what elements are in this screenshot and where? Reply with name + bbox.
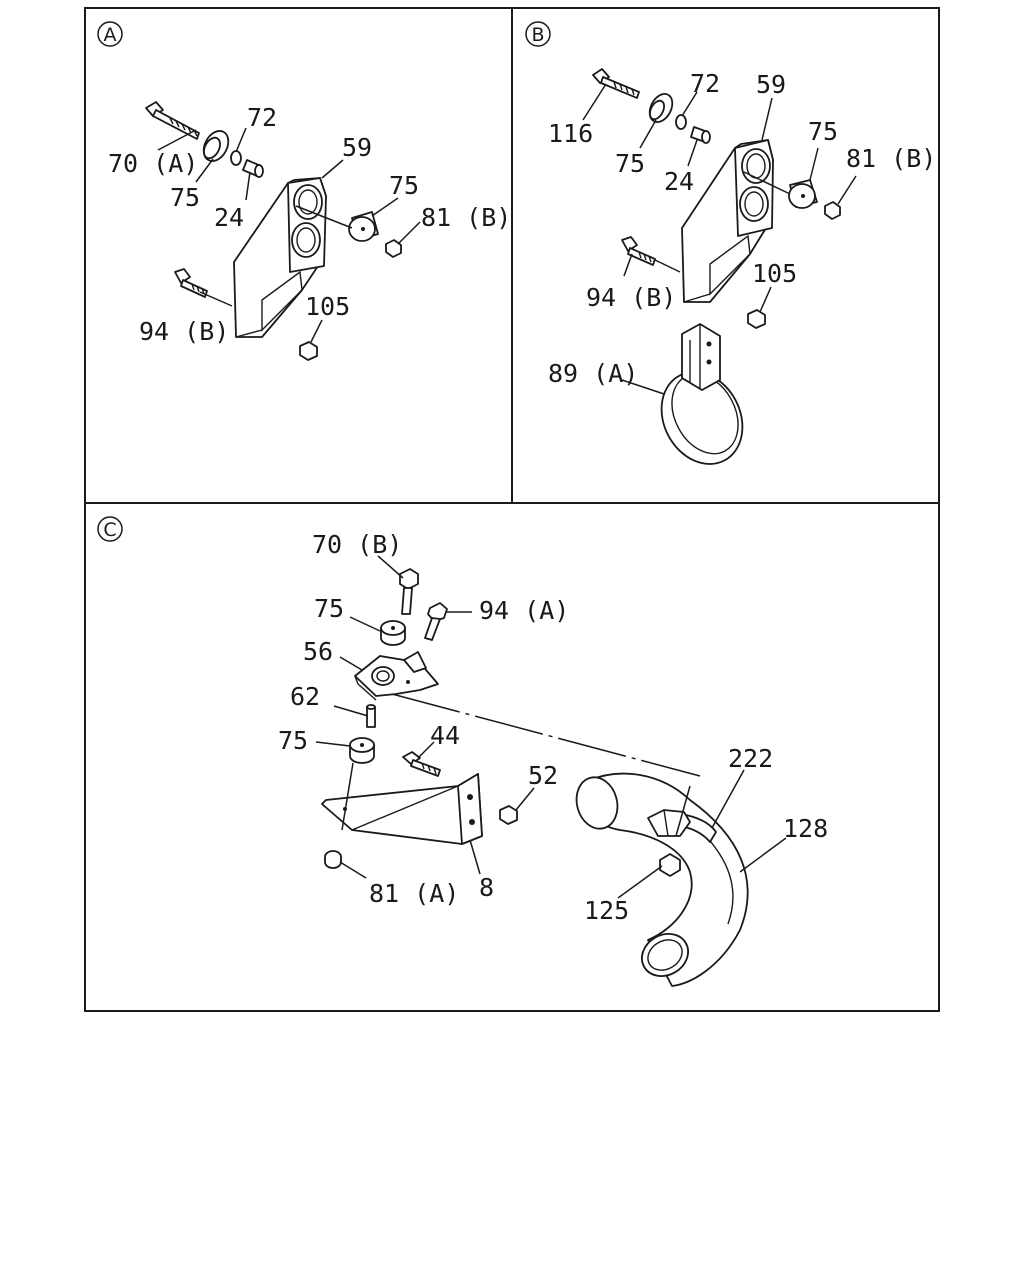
rubber-bush-75-icon [202,130,230,162]
callout-24: 24 [214,203,244,232]
callout-105: 105 [305,292,350,321]
callout-75-right: 75 [808,117,838,146]
collar-24-icon [242,159,264,178]
collar-24-icon [690,126,711,144]
callout-94b: 94 (B) [139,317,229,346]
panel-c-badge: C [97,516,123,542]
callout-52: 52 [528,761,558,790]
bracket-59-icon [233,177,327,338]
callout-44: 44 [430,721,460,750]
callout-125: 125 [584,896,629,925]
pin-62-icon [366,704,376,728]
callout-75-left: 75 [170,183,200,212]
panel-c: C [97,516,828,987]
panel-a-badge: A [97,21,123,47]
panel-b: B [525,21,936,465]
bolt-94a-icon [424,602,448,641]
callout-24: 24 [664,167,694,196]
callout-59: 59 [342,133,372,162]
nut-81a-icon [324,850,342,869]
washer-72-icon [230,150,242,166]
callout-62: 62 [290,682,320,711]
callout-75-right: 75 [389,171,419,200]
nut-81b-icon [824,201,841,220]
bracket-8-icon [321,773,483,845]
callout-56: 56 [303,637,333,666]
rubber-mount-75-icon [348,211,379,242]
callout-75-left: 75 [615,149,645,178]
bolt-116-icon [592,68,640,99]
callout-75-lower: 75 [278,726,308,755]
exhaust-pipe-128-icon [575,772,749,987]
clamp-222-icon [647,809,717,877]
callout-72: 72 [247,103,277,132]
panel-b-leaders [582,83,857,395]
callout-116: 116 [548,119,593,148]
frame-lines [84,7,940,1012]
centerline [391,693,701,777]
rubber-bush-75-icon [648,93,674,123]
nut-81b-icon [385,239,402,258]
callout-89a: 89 (A) [548,359,638,388]
panel-c-leaders [315,555,787,899]
rubber-mount-75-top-icon [380,620,406,646]
callout-75-top: 75 [314,594,344,623]
clamp-89a-icon [660,323,744,465]
callout-222: 222 [728,744,773,773]
svg-text:A: A [104,24,117,46]
panel-b-badge: B [525,21,551,47]
callout-94a: 94 (A) [479,596,569,625]
bolt-44-icon [402,751,441,777]
callout-81b: 81 (B) [421,203,511,232]
callout-81b: 81 (B) [846,144,936,173]
svg-text:C: C [103,519,116,541]
rubber-mount-75-icon [788,179,818,209]
bolt-70b-icon [399,568,419,615]
callout-70a: 70 (A) [108,149,198,178]
bolt-70a-icon [145,101,200,140]
nut-52-icon [499,805,518,825]
callout-8: 8 [479,873,494,902]
callout-94b: 94 (B) [586,283,676,312]
panel-b-labels: 116 72 59 75 24 75 81 (B) 94 (B) 105 89 … [548,69,936,388]
callout-72: 72 [690,69,720,98]
panel-a-labels: 70 (A) 72 75 24 59 75 81 (B) 94 (B) 105 [108,103,511,346]
callout-128: 128 [783,814,828,843]
svg-text:B: B [531,24,544,46]
panel-a-leaders [157,127,421,343]
callout-81a: 81 (A) [369,879,459,908]
bolt-94b-icon [621,236,656,266]
panel-c-labels: 70 (B) 75 94 (A) 56 62 75 44 52 222 128 … [278,530,828,925]
bracket-56-icon [354,651,439,701]
panel-a: A [97,21,511,361]
nut-105-icon [747,309,766,329]
callout-70b: 70 (B) [312,530,402,559]
callout-105: 105 [752,259,797,288]
washer-72-icon [675,114,687,130]
nut-105-icon [299,341,318,361]
callout-59: 59 [756,70,786,99]
rubber-mount-75-lower-icon [349,737,375,764]
